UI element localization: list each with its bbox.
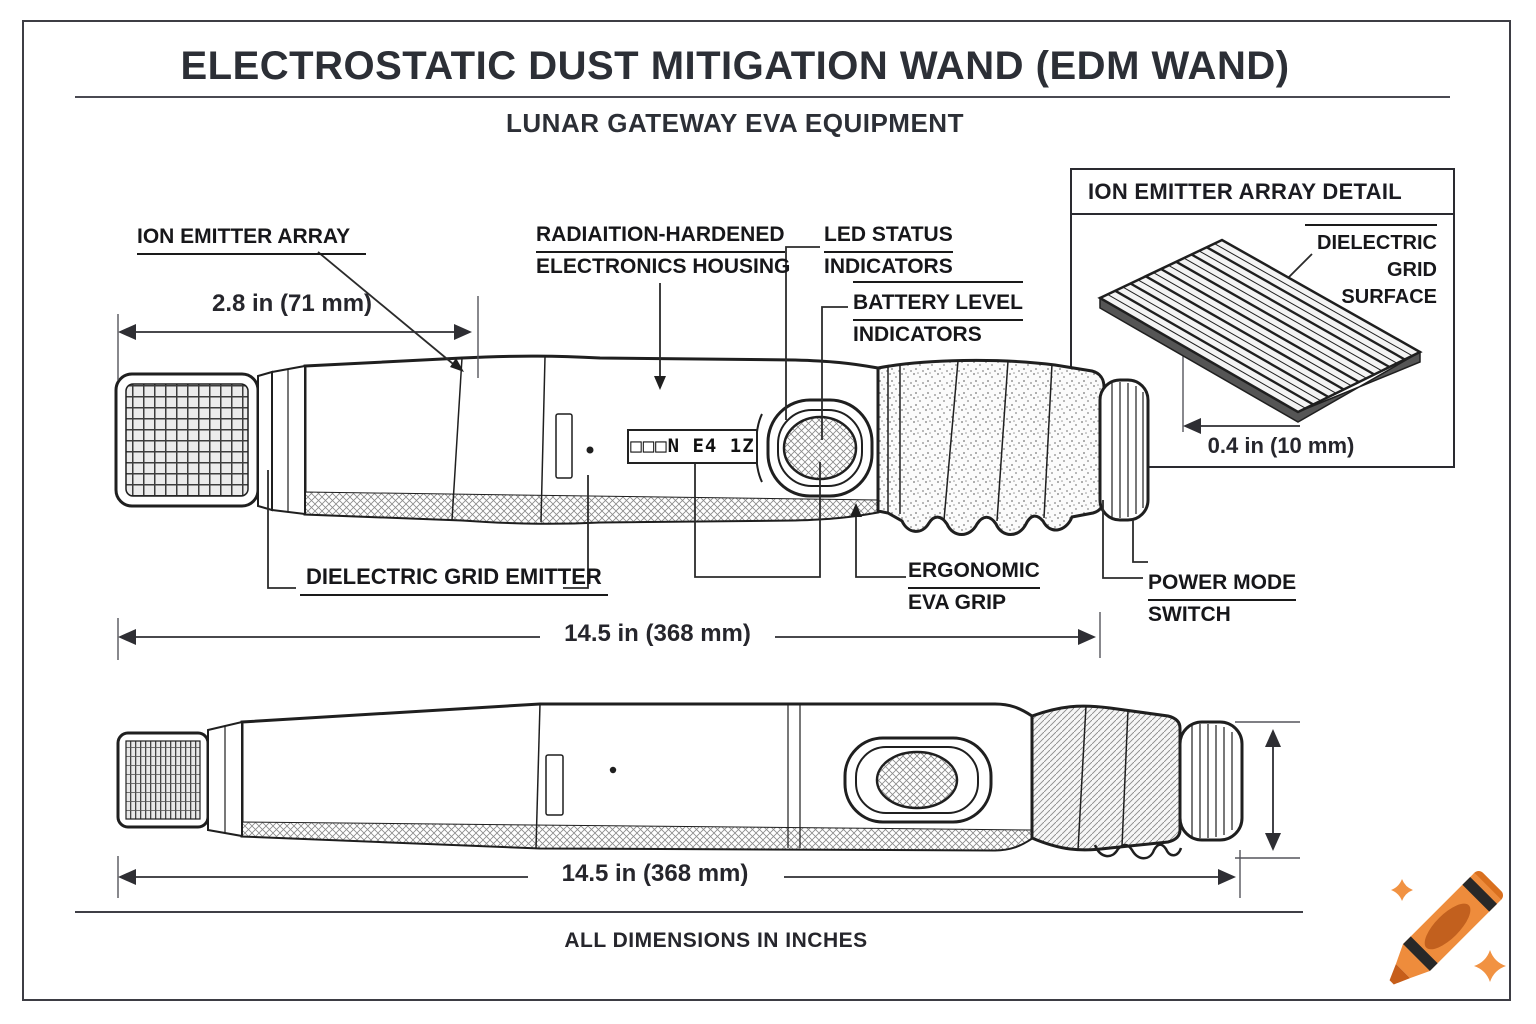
page-title: ELECTROSTATIC DUST MITIGATION WAND (EDM … bbox=[180, 44, 1290, 88]
callout-dielectric-grid-surface: DIELECTRIC GRID SURFACE bbox=[1305, 224, 1437, 311]
page-subtitle: LUNAR GATEWAY EVA EQUIPMENT bbox=[506, 108, 964, 138]
callout-dielectric-grid-emitter: DIELECTRIC GRID EMITTER bbox=[300, 563, 608, 596]
callout-battery-level-indicators: BATTERY LEVEL INDICATORS bbox=[853, 281, 1023, 349]
footer-note: ALL DIMENSIONS IN INCHES bbox=[564, 929, 868, 952]
title-divider bbox=[75, 96, 1450, 98]
dimension-head-width: 2.8 in (71 mm) bbox=[211, 290, 373, 317]
detail-inset-box: ION EMITTER ARRAY DETAIL bbox=[1070, 168, 1455, 468]
callout-led-status-indicators: LED STATUS INDICATORS bbox=[824, 223, 953, 278]
dimension-overall-length-bottom: 14.5 in (368 mm) bbox=[561, 860, 749, 887]
detail-inset-title: ION EMITTER ARRAY DETAIL bbox=[1072, 170, 1453, 215]
dimension-overall-length-top: 14.5 in (368 mm) bbox=[564, 620, 751, 647]
callout-radiation-hardened-housing: RADIAITION-HARDENED ELECTRONICS HOUSING bbox=[536, 223, 791, 278]
callout-ergonomic-eva-grip: ERGONOMIC EVA GRIP bbox=[908, 559, 1040, 614]
dimension-detail-grid-pitch: 0.4 in (10 mm) bbox=[1207, 433, 1355, 458]
callout-ion-emitter-array: ION EMITTER ARRAY bbox=[137, 223, 367, 255]
callout-power-mode-switch: POWER MODE SWITCH bbox=[1148, 571, 1297, 626]
mode-display-readout: □□□N E4 1Z bbox=[627, 429, 758, 464]
